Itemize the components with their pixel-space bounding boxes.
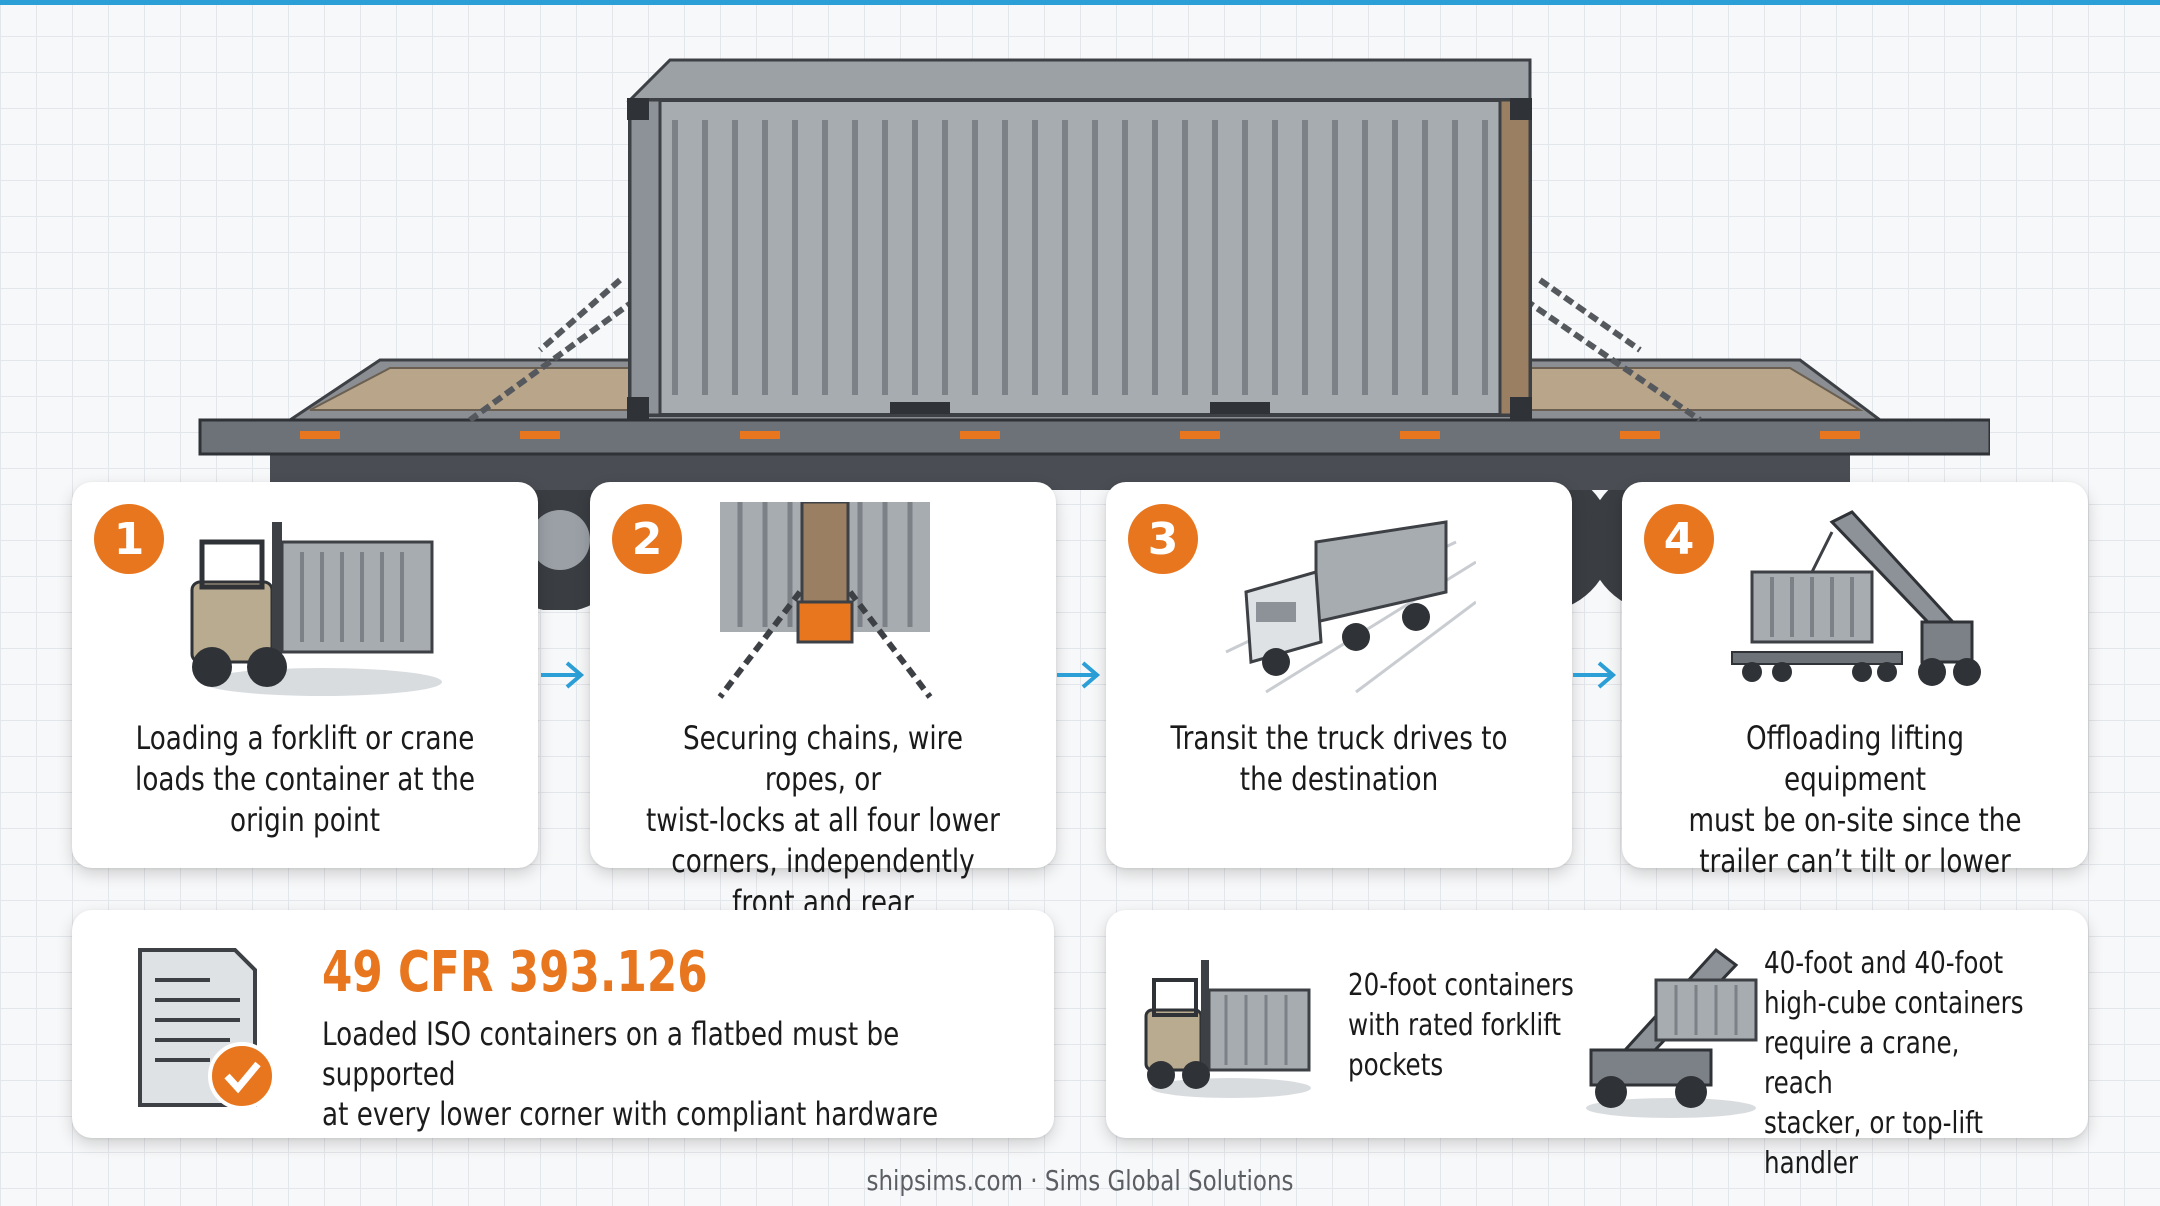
document-check-icon: [138, 948, 276, 1110]
footer-site: shipsims.com: [866, 1164, 1023, 1197]
step-description: Transit the truck drives to the destinat…: [1170, 719, 1508, 798]
arrow-right-icon: [1057, 661, 1101, 689]
crane-container-text: 40-foot and 40-foot high-cube containers…: [1764, 946, 2024, 1181]
regulation-title: 49 CFR 393.126: [322, 940, 708, 1005]
step-number-badge: 2: [612, 504, 682, 574]
step-card-offloading: 4 Offloading lifting equipment must be o…: [1622, 482, 2088, 880]
step-description: Loading a forklift or crane loads the co…: [135, 719, 475, 839]
footer-credit: shipsims.com · Sims Global Solutions: [194, 1164, 1965, 1197]
chain-corner-icon: [717, 502, 933, 699]
reach-stacker-icon: [1586, 947, 1758, 1118]
top-accent-bar: [0, 0, 2160, 5]
equipment-card: 20-foot containers with rated forklift p…: [1106, 910, 2088, 1181]
regulation-text: Loaded ISO containers on a flatbed must …: [322, 1015, 939, 1133]
container-trailer-illustration: [198, 58, 1990, 610]
step-description: Securing chains, wire ropes, or twist-lo…: [646, 719, 1000, 921]
forklift-icon: [1144, 960, 1311, 1098]
step-number-badge: 1: [94, 504, 164, 574]
crane-icon: [1731, 510, 1981, 686]
truck-icon: [1225, 520, 1476, 694]
step-card-transit: 3 Transit the truck drives to the destin…: [1106, 482, 1572, 868]
arrow-right-icon: [1573, 661, 1617, 689]
step-card-securing: 2 Securing chains, wire ropes, or twist-…: [590, 482, 1056, 921]
arrow-right-icon: [541, 661, 585, 689]
step-card-loading: 1 Loading a forklift or crane loads the …: [72, 482, 538, 868]
step-number-badge: 3: [1128, 504, 1198, 574]
footer-separator: ·: [1030, 1164, 1038, 1197]
footer-company: Sims Global Solutions: [1044, 1164, 1294, 1197]
forklift-icon: [190, 522, 442, 696]
step-number-badge: 4: [1644, 504, 1714, 574]
forklift-container-text: 20-foot containers with rated forklift p…: [1348, 968, 1574, 1083]
regulation-card: 49 CFR 393.126 Loaded ISO containers on …: [72, 910, 1054, 1138]
step-description: Offloading lifting equipment must be on-…: [1688, 719, 2022, 880]
